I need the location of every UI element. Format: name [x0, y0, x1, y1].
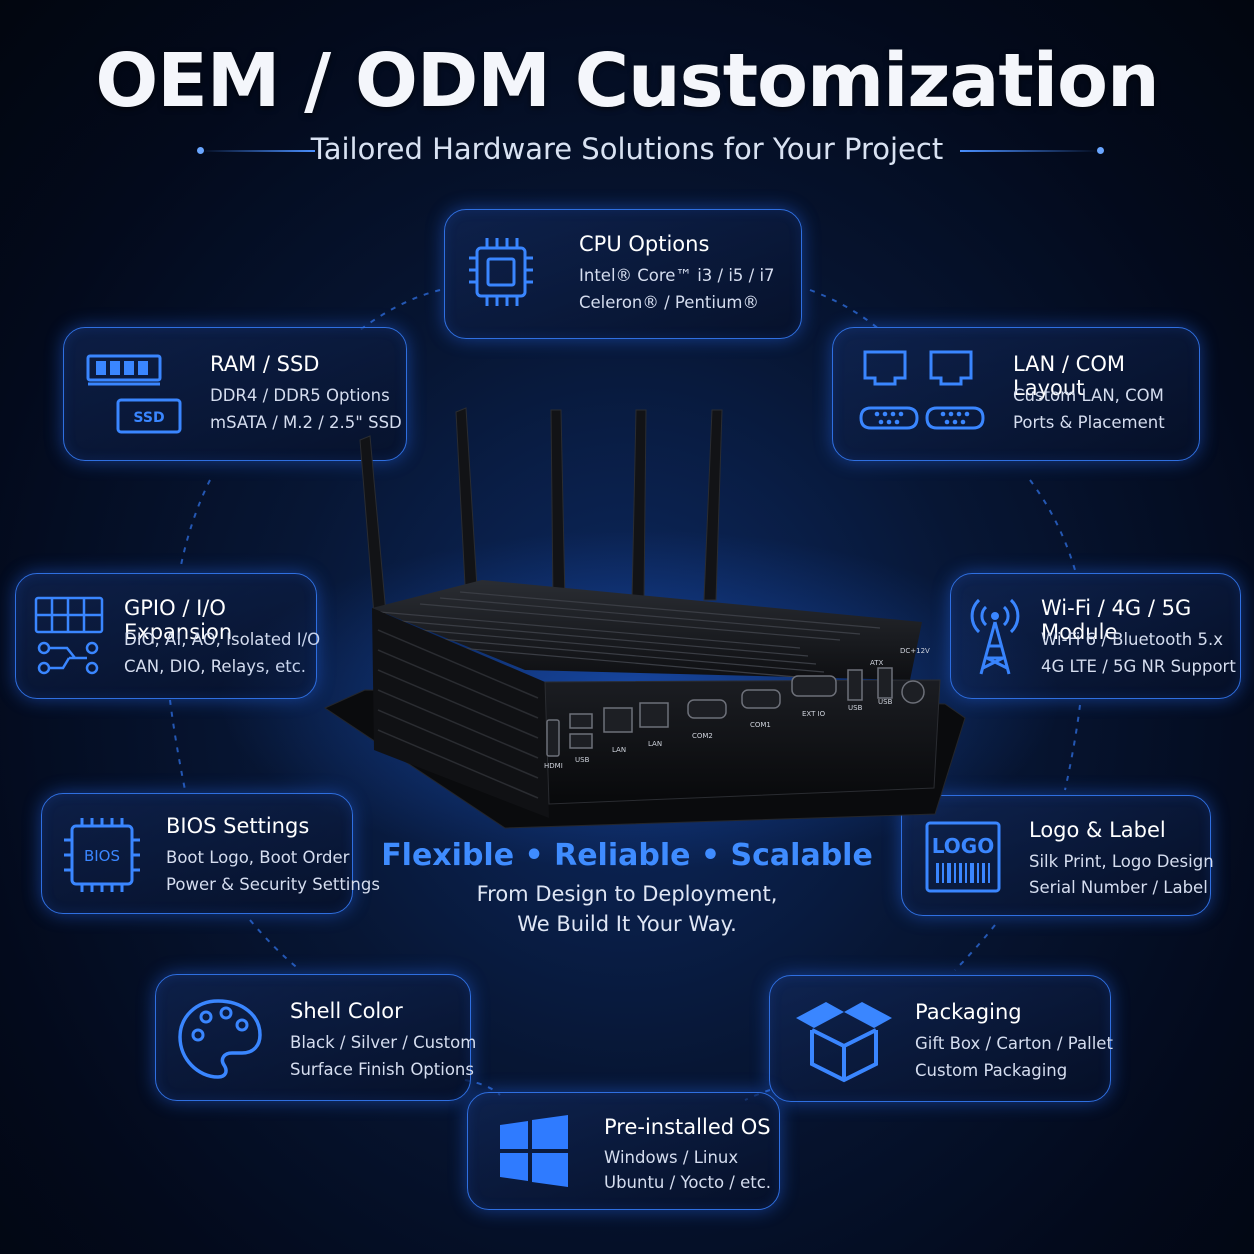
com2-port [687, 699, 727, 719]
os-heading: Pre-installed OS [604, 1115, 771, 1139]
ssd-icon-label: SSD [133, 410, 164, 426]
antenna-3 [550, 409, 566, 603]
logo-label-icon: LOGO [925, 821, 1001, 893]
wifi-heading: Wi-Fi / 4G / 5G Module [1041, 596, 1192, 644]
port-label-dc: DC+12V [900, 647, 930, 655]
port-label-lan2: LAN [648, 740, 662, 748]
usb3-port-2 [877, 667, 893, 699]
subtitle-divider-left [200, 150, 315, 152]
wifi-line-2: 4G LTE / 5G NR Support [1041, 657, 1236, 676]
card-wifi: Wi-Fi / 4G / 5G Module Wi-Fi 6 / Bluetoo… [950, 573, 1241, 699]
gpio-io-icon [34, 596, 104, 675]
card-lan-com: LAN / COM Layout Custom LAN, COM Ports &… [832, 327, 1200, 461]
card-bios: BIOS BIOS Settings Boot Logo, Boot Order… [41, 793, 380, 914]
logo-line-2: Serial Number / Label [1029, 878, 1208, 897]
palette-icon [178, 999, 262, 1079]
tagline-sub-2: We Build It Your Way. [517, 912, 737, 936]
tagline-sub-1: From Design to Deployment, [476, 882, 778, 906]
lan-heading: LAN / COM Layout [1013, 352, 1125, 400]
bios-icon-label: BIOS [84, 847, 120, 865]
port-label-ext-io: EXT IO [802, 710, 826, 718]
os-line-2: Ubuntu / Yocto / etc. [604, 1173, 772, 1192]
logo-heading: Logo & Label [1029, 818, 1166, 842]
port-label-usb3a: USB [848, 704, 863, 712]
antenna-5 [703, 409, 723, 601]
card-logo-label: LOGO Logo & Label Silk Print, Logo Desig… [901, 795, 1214, 916]
antenna-4 [631, 409, 647, 601]
packaging-heading: Packaging [915, 1000, 1022, 1024]
shell-line-1: Black / Silver / Custom [290, 1033, 477, 1052]
box-package-icon [796, 1002, 892, 1083]
cpu-heading: CPU Options [579, 232, 710, 256]
usb-port-2 [569, 733, 593, 749]
page-subtitle: Tailored Hardware Solutions for Your Pro… [310, 132, 944, 166]
card-ram-ssd: SSD RAM / SSD DDR4 / DDR5 Options mSATA … [63, 327, 407, 461]
logo-icon-label: LOGO [932, 834, 994, 858]
wifi-line-1: Wi-Fi 6 / Bluetooth 5.x [1041, 630, 1224, 649]
ram-line-1: DDR4 / DDR5 Options [210, 386, 390, 405]
cpu-chip-icon [469, 238, 533, 306]
lan-port-1 [603, 707, 633, 733]
windows-logo-icon [500, 1115, 568, 1187]
page-title: OEM / ODM Customization [95, 38, 1159, 124]
port-label-com1: COM1 [750, 721, 771, 729]
cpu-line-2: Celeron® / Pentium® [579, 293, 759, 312]
bios-heading: BIOS Settings [166, 814, 310, 838]
subtitle-dot-right [1097, 147, 1104, 154]
ram-heading: RAM / SSD [210, 352, 320, 376]
lan-line-1: Custom LAN, COM [1013, 386, 1164, 405]
packaging-line-2: Custom Packaging [915, 1061, 1068, 1080]
ram-line-2: mSATA / M.2 / 2.5" SSD [210, 413, 402, 432]
shell-line-2: Surface Finish Options [290, 1060, 474, 1079]
gpio-heading: GPIO / I/O Expansion [124, 596, 233, 644]
tagline: Flexible • Reliable • Scalable [381, 838, 873, 873]
usb3-port-1 [847, 669, 863, 701]
bios-line-2: Power & Security Settings [166, 875, 380, 894]
com1-port [741, 689, 781, 709]
bios-chip-icon: BIOS [64, 818, 140, 892]
hdmi-port [546, 719, 560, 757]
packaging-line-1: Gift Box / Carton / Pallet [915, 1034, 1113, 1053]
cpu-line-1: Intel® Core™ i3 / i5 / i7 [579, 266, 775, 285]
lan-line-2: Ports & Placement [1013, 413, 1165, 432]
usb-port-1 [569, 713, 593, 729]
logo-line-1: Silk Print, Logo Design [1029, 852, 1214, 871]
card-packaging: Packaging Gift Box / Carton / Pallet Cus… [769, 975, 1113, 1102]
port-label-hdmi: HDMI [544, 762, 563, 770]
os-line-1: Windows / Linux [604, 1148, 739, 1167]
port-label-com2: COM2 [692, 732, 713, 740]
shell-heading: Shell Color [290, 999, 403, 1023]
card-os: Pre-installed OS Windows / Linux Ubuntu … [467, 1092, 780, 1210]
bios-line-1: Boot Logo, Boot Order [166, 848, 350, 867]
ram-ssd-icon: SSD [86, 354, 182, 434]
port-label-atx: ATX [870, 659, 884, 667]
lan-com-port-icon [859, 350, 985, 430]
port-label-lan1: LAN [612, 746, 626, 754]
dc-power-jack [901, 680, 925, 704]
lan-port-2 [639, 702, 669, 728]
subtitle-dot-left [197, 147, 204, 154]
port-label-usb: USB [575, 756, 590, 764]
card-cpu-options: CPU Options Intel® Core™ i3 / i5 / i7 Ce… [444, 209, 802, 339]
card-shell-color: Shell Color Black / Silver / Custom Surf… [155, 974, 476, 1101]
subtitle-divider-right [960, 150, 1100, 152]
ext-io-port [791, 675, 837, 697]
port-label-usb3b: USB [878, 698, 893, 706]
